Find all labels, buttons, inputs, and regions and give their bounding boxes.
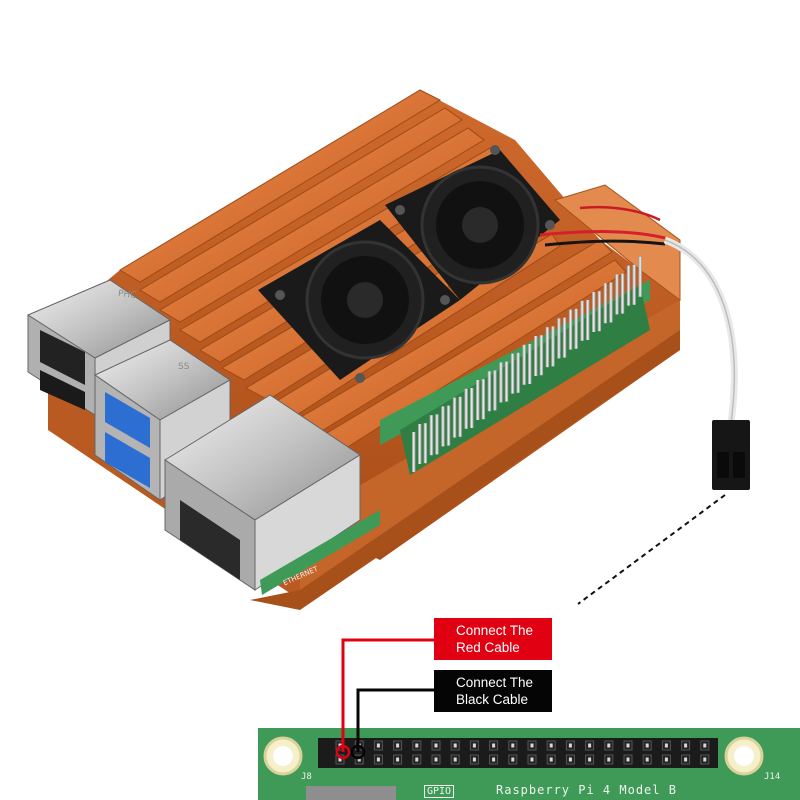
j14-silkscreen: J14 <box>764 772 781 782</box>
red-pin-marker <box>335 744 351 760</box>
dual-fans <box>258 145 560 383</box>
red-callout-line1: Connect The <box>456 623 534 638</box>
red-cable-callout: Connect The Red Cable <box>434 618 552 660</box>
usb-mark-ss: SS <box>178 362 190 372</box>
red-callout-line2: Red Cable <box>456 640 520 655</box>
j8-silkscreen: J8 <box>301 772 312 782</box>
case-gpio-pins <box>412 256 642 472</box>
gpio-silkscreen: GPIO <box>424 785 455 798</box>
red-leader-line <box>341 638 434 752</box>
fan-wire-red <box>539 230 666 240</box>
ethernet-port <box>164 394 380 595</box>
fan-wire-black <box>544 239 666 247</box>
black-pin-marker <box>350 744 366 760</box>
black-callout-line1: Connect The <box>456 675 534 690</box>
dashed-pointer <box>577 494 726 605</box>
dupont-connector <box>712 420 750 490</box>
inset-gpio-pins <box>335 740 710 765</box>
black-leader-line <box>356 688 434 752</box>
black-cable-callout: Connect The Black Cable <box>434 670 552 712</box>
black-callout-line2: Black Cable <box>456 692 529 707</box>
board-model-silkscreen: Raspberry Pi 4 Model B <box>496 783 677 797</box>
